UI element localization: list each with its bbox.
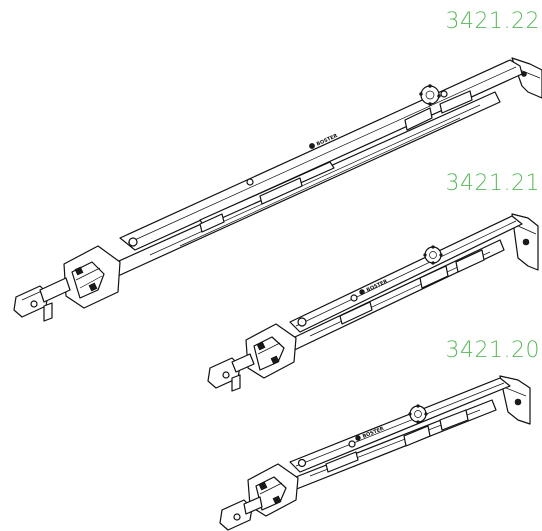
hinge-end-assembly — [13, 245, 121, 322]
product-code-label-3421-20: 3421.20 — [445, 338, 540, 363]
hinge-end-assembly — [219, 463, 299, 531]
product-code-label-3421-21: 3421.21 — [445, 171, 540, 196]
adjuster-cog-icon — [423, 245, 443, 265]
product-code-label-3421-22: 3421.22 — [445, 9, 540, 34]
hinge-end-assembly — [207, 323, 297, 392]
stay-arm-drawing-3421-21: BOSTER — [207, 213, 539, 392]
adjuster-cog-icon — [408, 404, 428, 424]
stay-arm-drawing-3421-22: BOSTER — [13, 57, 542, 322]
adjuster-cog-icon — [419, 84, 441, 106]
stay-arm-drawing-3421-20: BOSTER — [219, 375, 531, 531]
